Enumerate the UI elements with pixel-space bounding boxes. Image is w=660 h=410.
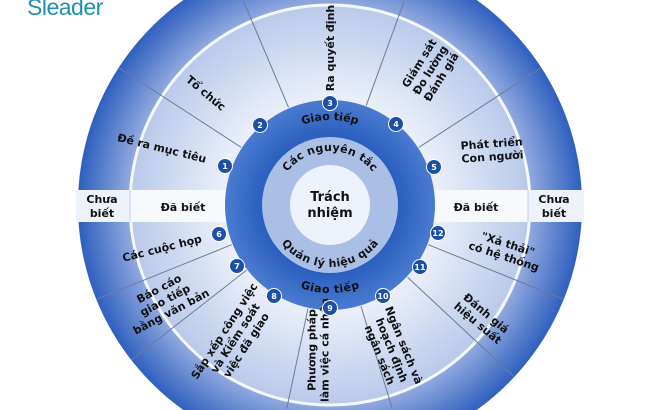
sector-label-9: Phương pháplàm việc cá nhân: [306, 298, 332, 402]
sleader-logo: Sleader: [27, 0, 103, 20]
left-unknown-label: Chưa: [86, 193, 117, 206]
number-badge-3: 3: [322, 95, 338, 111]
number-badge-6: 6: [211, 226, 227, 242]
svg-text:2: 2: [257, 121, 263, 130]
sector-label-line: làm việc cá nhân: [319, 298, 332, 402]
sector-label-line: Con người: [461, 148, 524, 165]
center-label-1: Trách: [310, 190, 350, 205]
sector-divider: [242, 0, 290, 108]
sector-label-5: Phát triểnCon người: [460, 135, 524, 165]
communication-bottom-label: Giao tiếp: [299, 278, 360, 296]
svg-text:11: 11: [414, 263, 426, 272]
communication-top-label: Giao tiếp: [300, 110, 361, 127]
johari-bars: [76, 190, 584, 222]
svg-text:3: 3: [327, 99, 333, 108]
left-known-label: Đã biết: [161, 201, 206, 214]
left-unknown-label-2: biết: [90, 207, 114, 220]
svg-text:Giao tiếp: Giao tiếp: [300, 110, 361, 127]
svg-text:10: 10: [377, 292, 389, 301]
sector-divider: [286, 308, 309, 410]
svg-text:Giao tiếp: Giao tiếp: [299, 278, 360, 296]
svg-text:4: 4: [393, 120, 399, 129]
svg-text:7: 7: [234, 262, 240, 271]
right-unknown-label: Chưa: [538, 193, 569, 206]
number-badge-7: 7: [229, 258, 245, 274]
number-badge-9: 9: [322, 300, 338, 316]
center-label-2: nhiệm: [307, 206, 352, 221]
sector-divider: [131, 269, 247, 361]
sector-divider: [118, 67, 242, 148]
sector-divider: [407, 276, 515, 378]
sector-label-line: Ra quyết định: [324, 5, 337, 91]
right-known-label: Đã biết: [454, 201, 499, 214]
sector-divider: [96, 244, 232, 300]
number-badge-4: 4: [388, 116, 404, 132]
number-badge-11: 11: [412, 259, 428, 275]
number-badge-10: 10: [375, 288, 391, 304]
svg-text:8: 8: [271, 292, 277, 301]
number-badge-1: 1: [217, 158, 233, 174]
sector-label-3: Ra quyết định: [324, 5, 337, 91]
number-badge-12: 12: [430, 225, 446, 241]
sector-divider: [365, 0, 405, 106]
svg-text:5: 5: [431, 163, 437, 172]
sector-label-line: Phát triển: [460, 135, 523, 152]
sector-divider: [428, 244, 564, 300]
svg-text:9: 9: [327, 304, 333, 313]
number-badge-5: 5: [426, 159, 442, 175]
sector-dividers: [96, 0, 564, 410]
svg-text:12: 12: [432, 229, 443, 238]
number-badge-2: 2: [252, 117, 268, 133]
svg-text:1: 1: [222, 162, 228, 171]
sector-divider: [418, 67, 542, 148]
sector-divider: [360, 306, 393, 410]
sector-label-line: Phương pháp: [306, 309, 319, 391]
svg-text:6: 6: [216, 230, 222, 239]
right-unknown-label-2: biết: [542, 207, 566, 220]
number-badge-8: 8: [266, 288, 282, 304]
center-circle: [290, 165, 370, 245]
